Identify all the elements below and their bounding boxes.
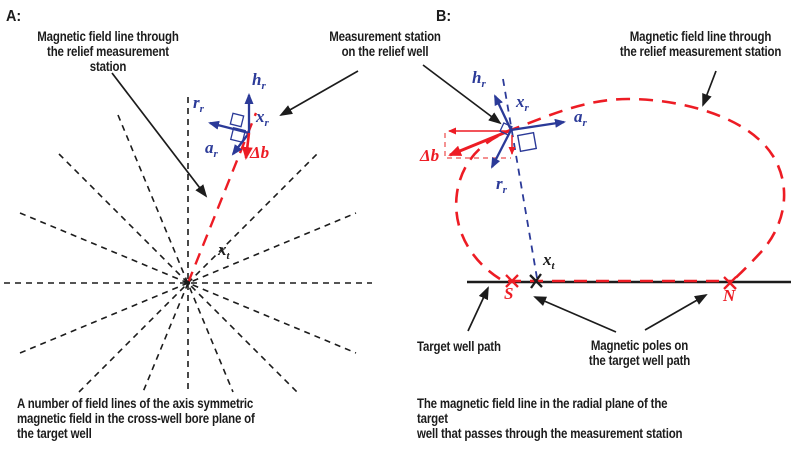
right-angle-marker [229,112,245,128]
right-angle-marker [229,126,247,144]
vector-delta-b-b [448,128,512,157]
vector-delta-b-label-b: Δb [420,146,440,165]
panel-a-red-field-line [186,112,258,284]
panel-a-caption: A number of field lines of the axis symm… [17,396,255,441]
target-station-cross [529,273,543,289]
arrow-a-measurement-label [279,70,359,116]
measurement-station-label: Measurement station on the relief well [329,29,441,59]
vector-x-label-a: xr [256,107,269,129]
arrow-b-field-line-label [702,70,717,107]
magnetic-poles-label: Magnetic poles on the target well path [588,338,691,368]
arrow-b-measurement-label [422,64,502,125]
vector-a-label-b: ar [574,107,587,129]
south-pole-cross [505,274,519,288]
vector-delta-b-a [241,132,253,160]
arrow-target-well-path [467,286,489,332]
panel-b-field-line-loop [454,97,786,283]
panel-a-field-line-rays [4,97,372,393]
panel-a-center-dot [185,280,191,286]
vector-r-label-a: rr [193,93,204,115]
target-point-label-a: xt [218,240,230,262]
panel-b-caption: The magnetic field line in the radial pl… [417,396,683,441]
north-pole-label: N [723,286,736,305]
vector-h-label-b: hr [472,68,486,90]
vector-r-a [208,120,250,135]
ray-247 [142,282,189,393]
arrow-poles-left [533,296,617,333]
vector-x-label-b: xr [516,92,529,114]
panel-b-tag: B: [436,8,452,25]
panel-b-field-line-label: Magnetic field line through the relief m… [619,29,782,59]
ray-112 [117,114,234,393]
vector-delta-b-label-a: Δb [250,143,270,162]
target-point-label-b: xt [543,250,555,272]
north-pole-cross [723,276,737,290]
arrow-poles-right [644,294,708,331]
vector-a-b [510,118,566,132]
panel-a-station-frame [208,93,254,160]
panel-a-tag: A: [6,8,22,25]
ray-45 [78,153,318,393]
vector-h-label-a: hr [252,70,266,92]
target-well-path-label: Target well path [417,339,501,354]
ray-135 [58,153,298,393]
south-pole-label: S [504,284,514,303]
vector-r-b [490,129,513,169]
vector-h-b [493,94,513,131]
right-angle-marker [516,131,538,153]
vector-a-label-a: ar [205,138,218,160]
vector-a-a [231,132,250,156]
panel-b-station-frame [490,94,566,169]
vector-r-label-b: rr [496,174,507,196]
panel-a-field-line-label: Magnetic field line through the relief m… [37,29,179,74]
arrow-a-field-line-label [111,72,208,198]
